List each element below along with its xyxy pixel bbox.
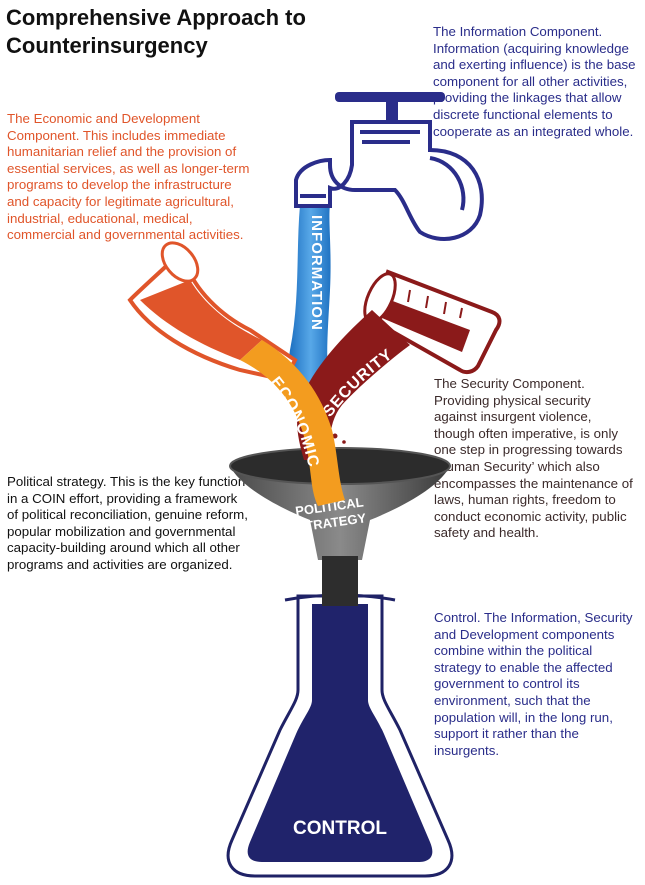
information-stream: INFORMATION (289, 205, 332, 405)
control-description-text: Control. The Information, Security and D… (434, 610, 633, 758)
security-beaker (363, 269, 502, 375)
page-title: Comprehensive Approach to Counterinsurge… (6, 5, 306, 58)
svg-text:INFORMATION: INFORMATION (308, 215, 325, 331)
economic-description-text: The Economic and Development Component. … (7, 111, 250, 243)
political-strategy-description: Political strategy. This is the key func… (7, 474, 252, 574)
security-description-text: The Security Component. Providing physic… (434, 376, 633, 541)
information-label: INFORMATION (308, 215, 324, 331)
information-faucet (294, 92, 484, 241)
control-label: CONTROL (293, 818, 387, 839)
political-strategy-funnel: POLITICAL STRATEGY (229, 447, 451, 606)
security-description: The Security Component. Providing physic… (434, 376, 634, 542)
economic-description: The Economic and Development Component. … (7, 111, 252, 244)
information-description-text: The Information Component. Information (… (433, 24, 636, 139)
information-description: The Information Component. Information (… (433, 24, 643, 140)
political-strategy-description-text: Political strategy. This is the key func… (7, 474, 248, 572)
control-flask: CONTROL (226, 593, 454, 878)
control-description: Control. The Information, Security and D… (434, 610, 634, 759)
